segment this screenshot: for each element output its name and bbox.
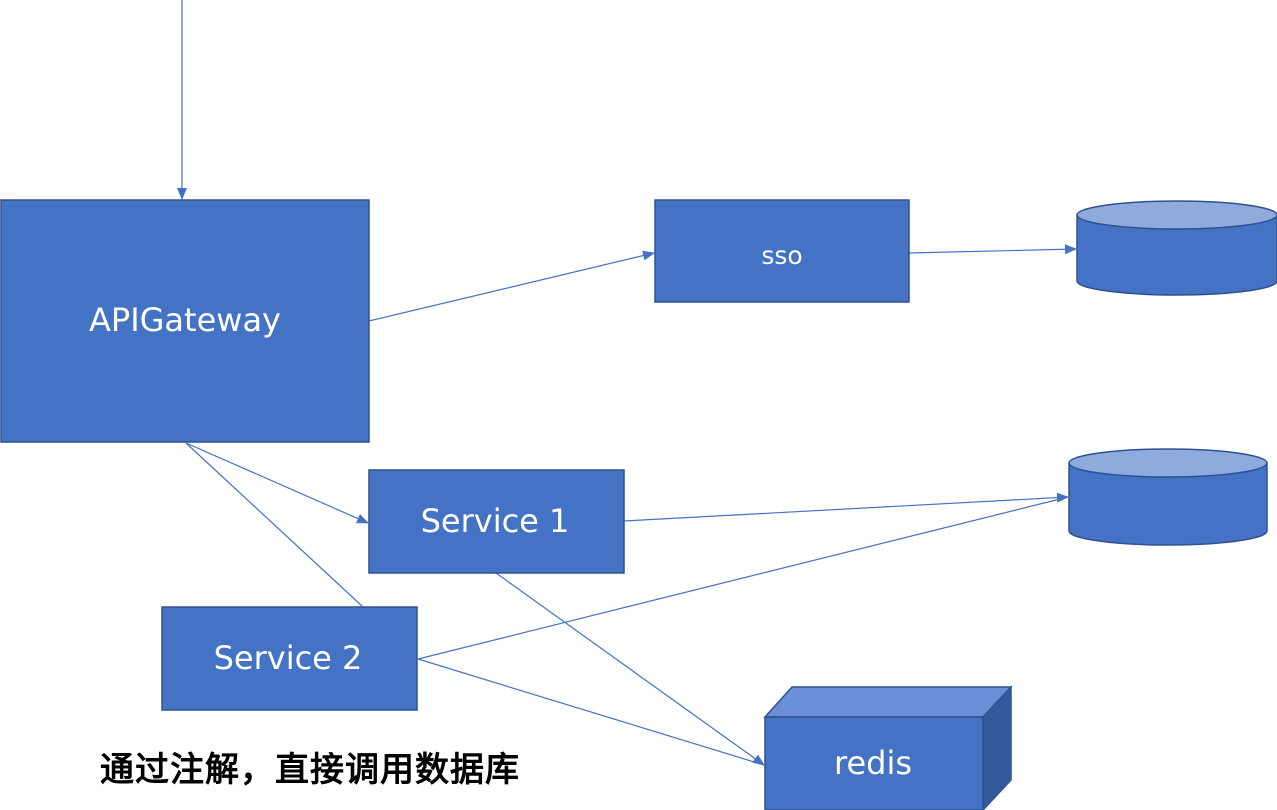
gateway-to-service1-connector — [185, 442, 369, 524]
api-gateway-label: APIGateway — [89, 301, 281, 339]
sso-node: sso — [654, 199, 910, 303]
service-1-node: Service 1 — [368, 469, 625, 574]
gateway-to-sso-connector — [368, 250, 655, 322]
sso-label: sso — [761, 241, 802, 270]
service1-to-db2-connector — [623, 492, 1069, 522]
redis-label: redis — [834, 744, 912, 782]
database-cylinder-1 — [1076, 200, 1277, 296]
diagram-caption: 通过注解，直接调用数据库 — [100, 750, 520, 790]
service-2-node: Service 2 — [161, 606, 418, 711]
redis-node: redis — [763, 685, 1013, 810]
service2-to-redis-connector — [417, 658, 765, 766]
database-cylinder-2 — [1068, 448, 1268, 546]
service1-to-redis-connector — [495, 572, 765, 766]
gateway-to-service2-connector — [185, 442, 363, 607]
service-1-label: Service 1 — [421, 502, 570, 540]
service2-to-db2-connector — [417, 496, 1069, 660]
sso-to-db1-connector — [908, 244, 1077, 255]
api-gateway-node: APIGateway — [0, 199, 370, 443]
service-2-label: Service 2 — [214, 639, 363, 677]
